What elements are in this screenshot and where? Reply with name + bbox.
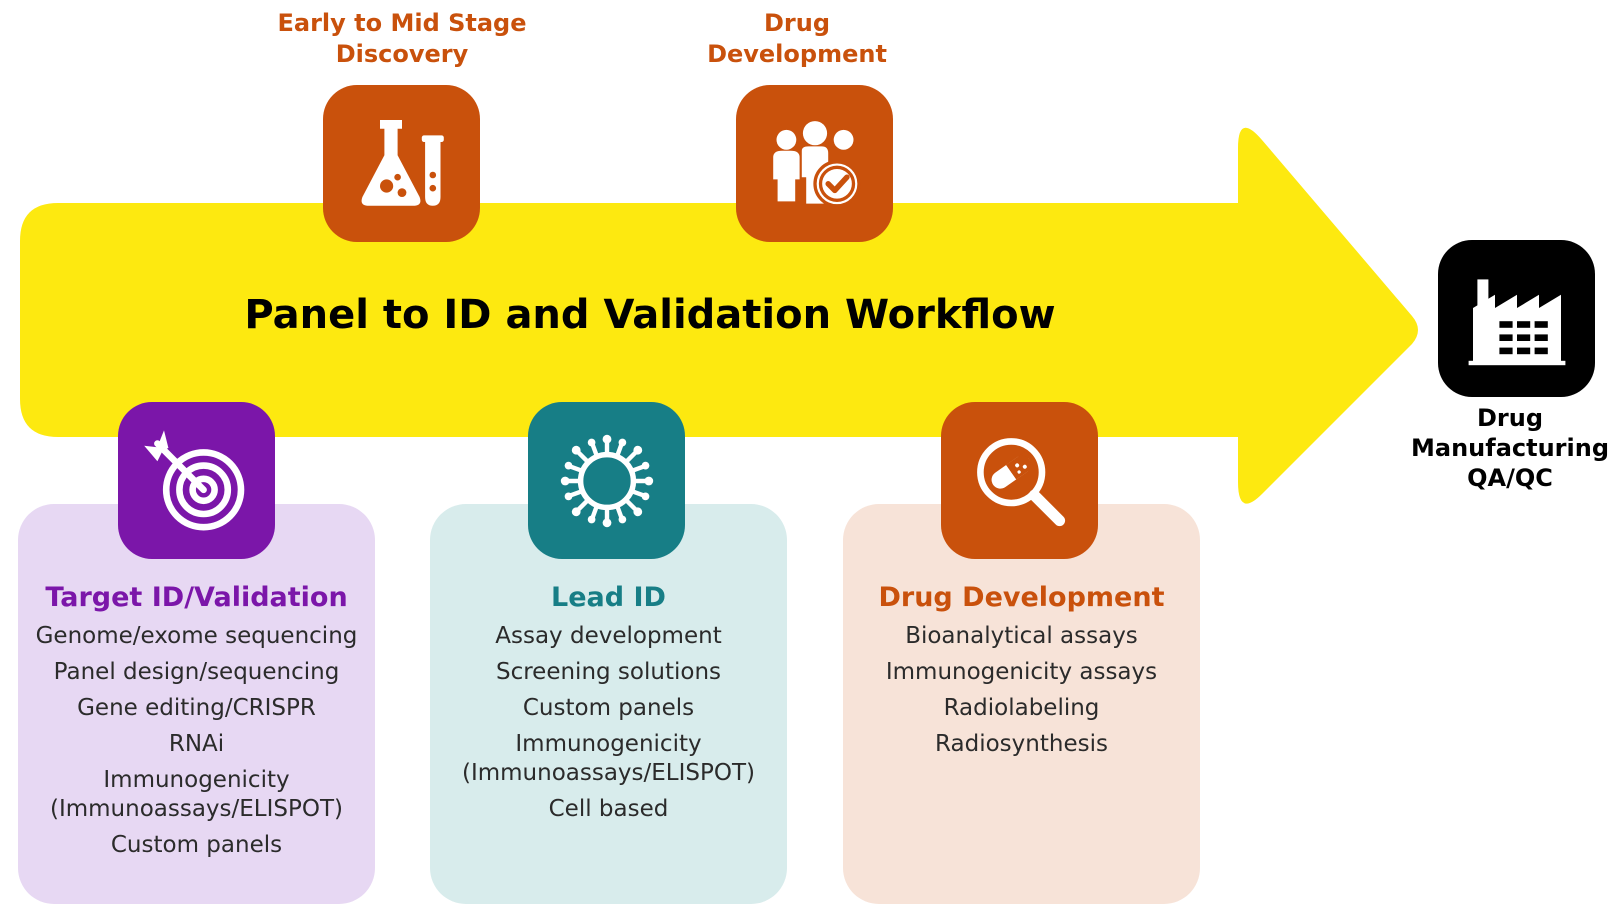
list-item: Immunogenicity assays xyxy=(885,659,1158,685)
list-item: RNAi xyxy=(168,731,225,757)
people-check-icon xyxy=(736,85,893,242)
list-item: Immunogenicity (Immunoassays/ELISPOT) xyxy=(49,767,343,822)
card-list: Bioanalytical assays Immunogenicity assa… xyxy=(843,622,1200,766)
factory-icon xyxy=(1438,240,1595,397)
card-title: Drug Development xyxy=(878,582,1165,613)
list-item: Genome/exome sequencing xyxy=(35,623,358,649)
list-item: Panel design/sequencing xyxy=(53,659,340,685)
card-list: Genome/exome sequencing Panel design/seq… xyxy=(18,622,375,867)
magnifier-pill-icon xyxy=(941,402,1098,559)
list-item: Screening solutions xyxy=(495,659,721,685)
list-item: Cell based xyxy=(548,796,669,822)
card-drug-development: Drug Development Bioanalytical assays Im… xyxy=(843,504,1200,904)
final-stage-label: Drug Manufacturing QA/QC xyxy=(1411,404,1609,492)
list-item: Bioanalytical assays xyxy=(905,623,1138,649)
card-list: Assay development Screening solutions Cu… xyxy=(430,622,787,831)
list-item: Custom panels xyxy=(110,832,283,858)
card-title: Lead ID xyxy=(551,582,666,613)
virus-icon xyxy=(528,402,685,559)
stage-label-early-discovery: Early to Mid Stage Discovery xyxy=(277,9,527,68)
card-lead-id: Lead ID Assay development Screening solu… xyxy=(430,504,787,904)
card-title: Target ID/Validation xyxy=(45,582,348,613)
lab-flask-icon xyxy=(323,85,480,242)
target-dart-icon xyxy=(118,402,275,559)
list-item: Radiosynthesis xyxy=(935,731,1108,757)
list-item: Radiolabeling xyxy=(943,695,1100,721)
workflow-title: Panel to ID and Validation Workflow xyxy=(244,292,1056,338)
list-item: Assay development xyxy=(495,623,722,649)
list-item: Custom panels xyxy=(522,695,695,721)
list-item: Immunogenicity (Immunoassays/ELISPOT) xyxy=(461,731,755,786)
card-target-id: Target ID/Validation Genome/exome sequen… xyxy=(18,504,375,904)
list-item: Gene editing/CRISPR xyxy=(77,695,316,721)
stage-label-drug-development: Drug Development xyxy=(707,9,887,68)
